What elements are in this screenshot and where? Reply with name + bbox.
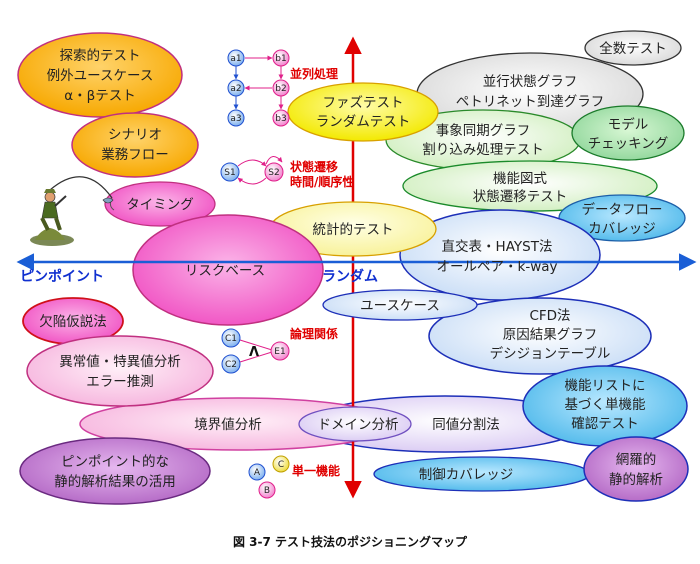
label-scenario-2: 業務フロー bbox=[101, 147, 169, 163]
label-timing: タイミング bbox=[126, 197, 194, 213]
label-fuzz-2: ランダムテスト bbox=[316, 114, 411, 130]
label-data-flow-2: カバレッジ bbox=[588, 221, 656, 237]
node-c2: C2 bbox=[225, 360, 237, 370]
label-cfd-1: CFD法 bbox=[529, 308, 570, 324]
label-control: 制御カバレッジ bbox=[419, 467, 514, 483]
label-event-sync-2: 割り込み処理テスト bbox=[422, 141, 544, 158]
node-c1: C1 bbox=[225, 334, 237, 344]
ellipse-pinpoint-static bbox=[19, 437, 211, 505]
ellipse-exploratory bbox=[17, 32, 183, 118]
label-data-flow-1: データフロー bbox=[582, 201, 663, 218]
label-defect: 欠陥仮説法 bbox=[39, 313, 107, 330]
category-logic: 論理関係 bbox=[290, 326, 338, 341]
ellipse-all-tests bbox=[584, 30, 682, 66]
label-all-tests: 全数テスト bbox=[599, 40, 667, 57]
figure-caption: 図 3-7 テスト技法のポジショニングマップ bbox=[233, 534, 468, 549]
label-abnormal-2: エラー推測 bbox=[86, 374, 154, 390]
single-diagram: A C B 単一機能 bbox=[248, 455, 340, 499]
label-statistical: 統計的テスト bbox=[313, 222, 394, 238]
category-state-1: 状態遷移 bbox=[290, 159, 338, 174]
node-b: B bbox=[264, 486, 270, 496]
label-domain: ドメイン分析 bbox=[318, 417, 399, 433]
ellipse-domain bbox=[298, 406, 412, 442]
ellipse-usecase bbox=[322, 289, 478, 321]
label-abnormal-1: 異常値・特異値分析 bbox=[59, 354, 181, 370]
node-s2: S2 bbox=[268, 168, 279, 178]
axis-label-pinpoint: ピンポイント bbox=[20, 268, 104, 285]
fishing-person-illustration bbox=[30, 176, 115, 246]
node-c: C bbox=[278, 460, 284, 470]
category-single: 単一機能 bbox=[292, 463, 340, 478]
label-event-sync-1: 事象同期グラフ bbox=[436, 123, 531, 139]
label-model-1: モデル bbox=[608, 116, 649, 133]
label-model-2: チェッキング bbox=[588, 136, 669, 152]
label-exploratory-3: α・βテスト bbox=[64, 88, 136, 104]
label-risk: リスクベース bbox=[185, 263, 265, 279]
node-a1: a1 bbox=[230, 54, 241, 64]
label-usecase: ユースケース bbox=[360, 298, 440, 314]
axis-label-random: ランダム bbox=[322, 268, 378, 285]
node-b1: b1 bbox=[275, 54, 286, 64]
node-b2: b2 bbox=[275, 84, 286, 94]
ellipse-cfd bbox=[428, 297, 652, 375]
label-concurrency-2: ペトリネット到達グラフ bbox=[456, 94, 605, 110]
label-exploratory-2: 例外ユースケース bbox=[47, 68, 154, 84]
label-cfd-2: 原因結果グラフ bbox=[503, 327, 598, 343]
ellipse-timing bbox=[104, 181, 216, 227]
label-orthogonal-2: オールペア・k-way bbox=[437, 259, 558, 275]
label-scenario-1: シナリオ bbox=[108, 127, 162, 143]
label-comprehensive-1: 網羅的 bbox=[616, 452, 657, 468]
node-b3: b3 bbox=[275, 114, 286, 124]
parallel-diagram: a1 a2 a3 b1 b2 b3 並列処理 bbox=[227, 49, 338, 127]
ellipse-model bbox=[571, 105, 685, 161]
ellipses-front bbox=[17, 32, 478, 505]
label-exploratory-1: 探索的テスト bbox=[60, 48, 141, 64]
ellipse-scenario bbox=[71, 112, 199, 178]
node-e1: E1 bbox=[274, 347, 285, 357]
label-pinpoint-static-1: ピンポイント的な bbox=[61, 454, 169, 470]
label-boundary: 境界値分析 bbox=[194, 417, 262, 433]
category-parallel: 並列処理 bbox=[290, 66, 338, 81]
logic-diagram: C1 C2 E1 Λ 論理関係 bbox=[221, 326, 338, 374]
label-func-diagram-1: 機能図式 bbox=[493, 171, 547, 187]
state-diagram: S1 S2 状態遷移 時間/順序性 bbox=[220, 156, 354, 189]
label-comprehensive-2: 静的解析 bbox=[609, 472, 663, 488]
node-s1: S1 bbox=[224, 168, 235, 178]
label-concurrency-1: 並行状態グラフ bbox=[483, 74, 578, 90]
label-orthogonal-1: 直交表・HAYST法 bbox=[442, 238, 553, 255]
node-a: A bbox=[254, 468, 261, 478]
ellipse-fuzz bbox=[287, 82, 439, 142]
label-func-list-2: 基づく単機能 bbox=[565, 396, 646, 413]
label-func-list-3: 確認テスト bbox=[571, 416, 639, 432]
label-fuzz-1: ファズテスト bbox=[323, 95, 404, 111]
node-a3: a3 bbox=[230, 114, 241, 124]
label-func-list-1: 機能リストに bbox=[565, 378, 646, 394]
label-cfd-3: デシジョンテーブル bbox=[490, 345, 611, 362]
label-pinpoint-static-2: 静的解析結果の活用 bbox=[54, 474, 176, 490]
ellipse-comprehensive bbox=[583, 436, 689, 502]
ellipse-abnormal bbox=[26, 335, 214, 407]
category-state-2: 時間/順序性 bbox=[290, 174, 354, 189]
logic-operator: Λ bbox=[249, 345, 259, 360]
label-equivalence: 同値分割法 bbox=[432, 416, 500, 433]
node-a2: a2 bbox=[230, 84, 241, 94]
technique-labels: 探索的テスト 例外ユースケース α・βテスト 全数テスト 並行状態グラフ ペトリ… bbox=[39, 40, 668, 490]
label-func-diagram-2: 状態遷移テスト bbox=[473, 189, 568, 205]
